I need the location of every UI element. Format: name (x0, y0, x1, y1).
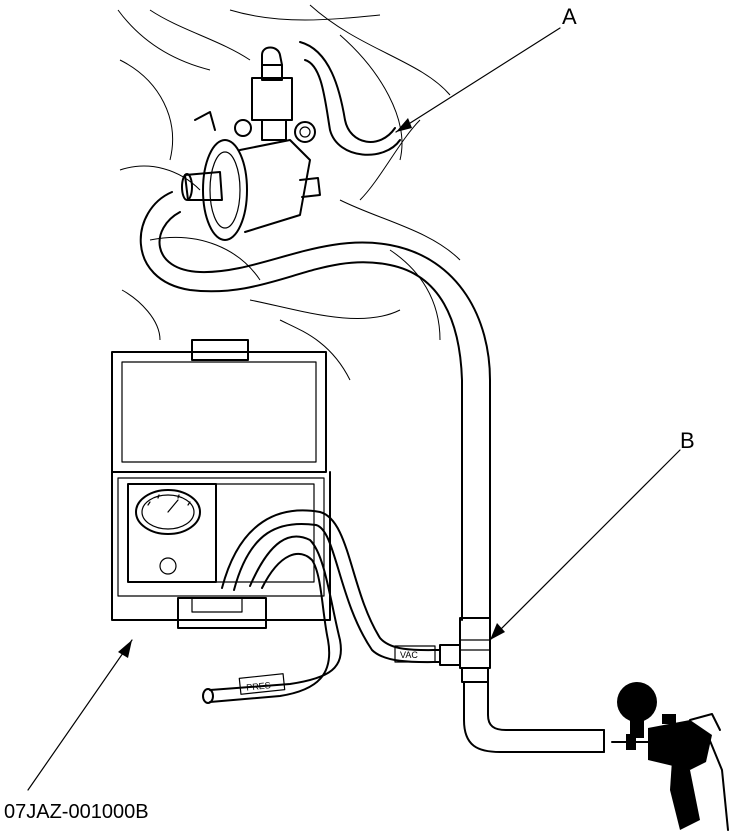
hose-a (139, 41, 491, 621)
hose-to-pump (463, 681, 605, 753)
tester-part-number-label: 07JAZ-001000B (4, 801, 149, 823)
vacuum-gauge-icon (135, 489, 201, 535)
callout-a-label: A (562, 4, 577, 29)
purge-valve-icon (181, 46, 321, 241)
tester-part-number-callout: 07JAZ-001000B (4, 639, 149, 823)
engine-background (117, 4, 461, 381)
callout-b-label: B (680, 428, 695, 453)
callout-a: A (395, 4, 577, 133)
tester-hoses: VAC PRES (202, 509, 441, 704)
hand-vacuum-pump-icon (611, 682, 729, 831)
hose-pres-tag: PRES (246, 680, 271, 693)
callout-b: B (489, 428, 695, 641)
hose-vac-tag: VAC (400, 650, 418, 660)
tee-fitting-icon (439, 617, 491, 683)
